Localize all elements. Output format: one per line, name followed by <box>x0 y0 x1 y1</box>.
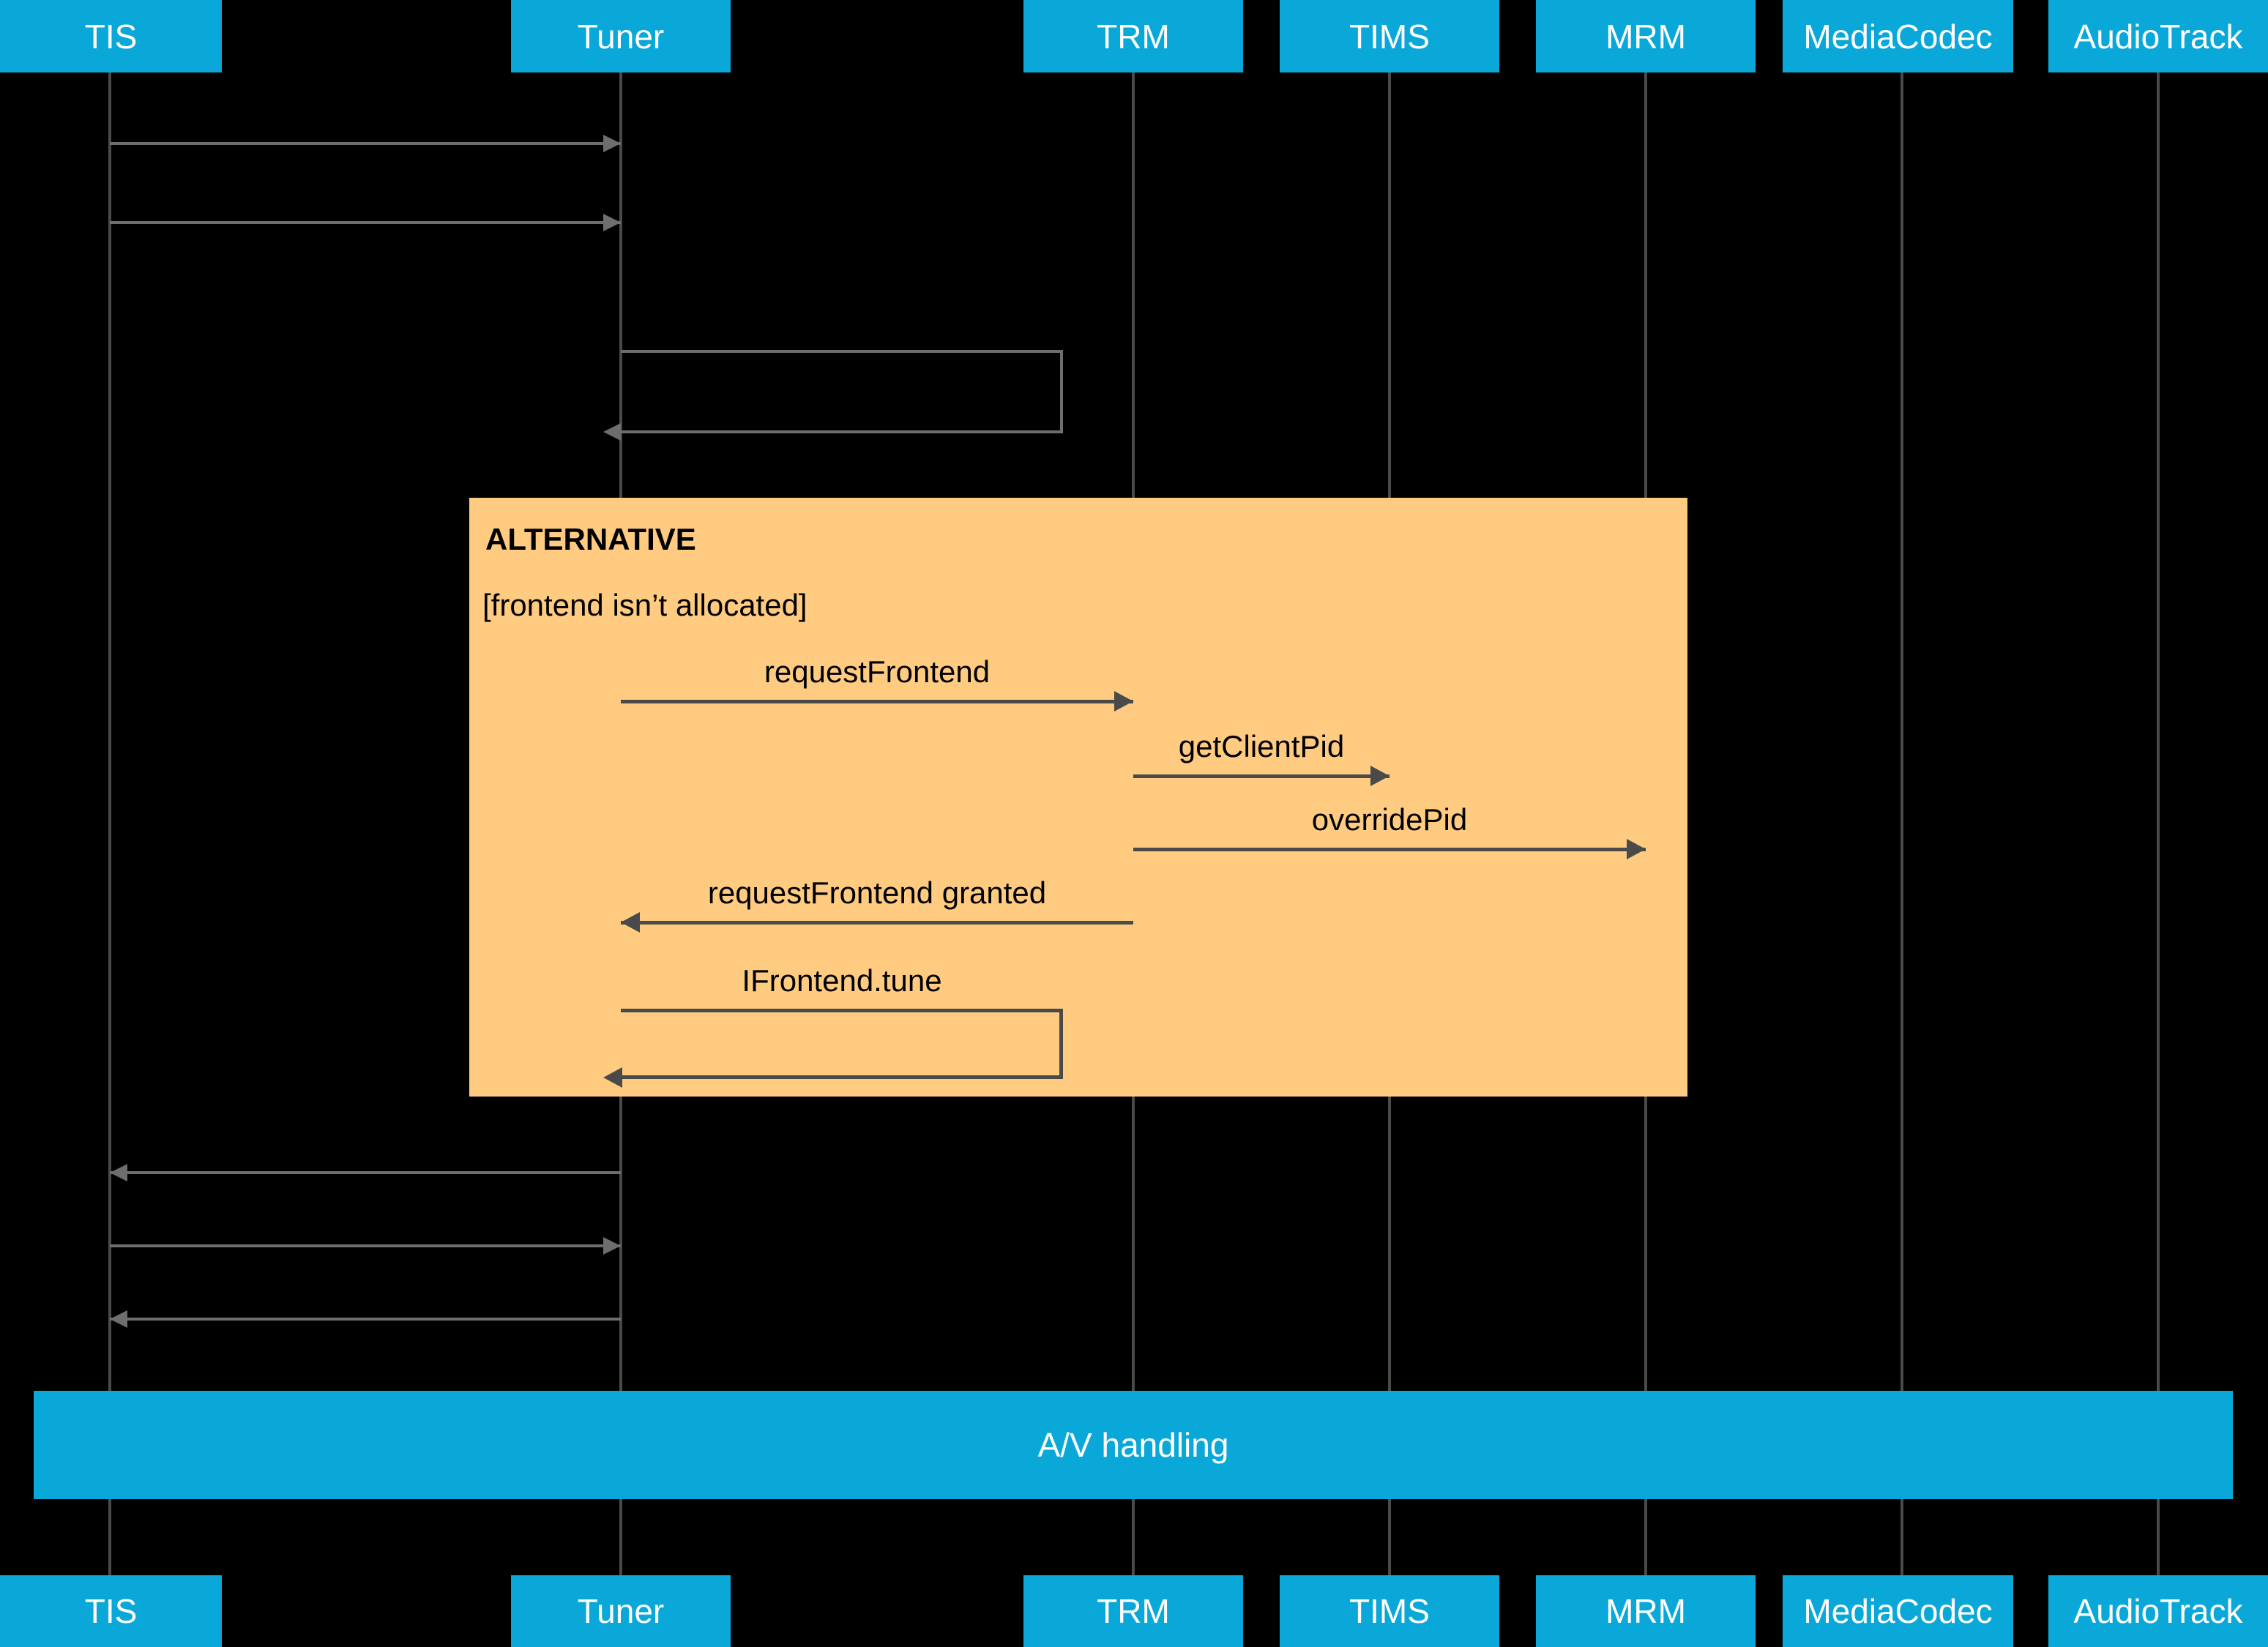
message-line-m9 <box>110 1171 621 1174</box>
actor-header-tuner[interactable]: Tuner <box>511 0 731 72</box>
actor-footer-audiotrack[interactable]: AudioTrack <box>2048 1575 2268 1647</box>
arrowhead-m6 <box>1627 839 1646 859</box>
lifeline-tis <box>108 72 111 1578</box>
summary-bar-av-handling: A/V handling <box>34 1391 2233 1499</box>
actor-footer-mediacodec[interactable]: MediaCodec <box>1783 1575 2013 1647</box>
message-label-m8: IFrontend.tune <box>742 963 942 998</box>
actor-footer-mrm[interactable]: MRM <box>1536 1575 1756 1647</box>
arrowhead-m2 <box>603 214 621 231</box>
actor-footer-tuner[interactable]: Tuner <box>511 1575 731 1647</box>
arrowhead-m3 <box>603 423 621 441</box>
message-label-m7: requestFrontend granted <box>707 875 1047 910</box>
self-message-loop-m8 <box>621 1009 1063 1079</box>
arrowhead-m7 <box>621 912 640 933</box>
fragment-alternative <box>469 498 1687 1097</box>
self-message-loop-m3 <box>621 350 1063 433</box>
message-line-m5 <box>1133 774 1389 778</box>
message-label-m5: getClientPid <box>1178 729 1345 763</box>
actor-header-mrm[interactable]: MRM <box>1536 0 1756 72</box>
message-line-m4 <box>621 700 1133 703</box>
message-line-m1 <box>110 142 621 145</box>
lifeline-mediacodec <box>1900 72 1903 1578</box>
arrowhead-m1 <box>603 135 621 152</box>
actor-header-audiotrack[interactable]: AudioTrack <box>2048 0 2268 72</box>
actor-header-tims[interactable]: TIMS <box>1280 0 1499 72</box>
message-line-m6 <box>1133 848 1646 851</box>
fragment-kind-label: ALTERNATIVE <box>485 522 696 556</box>
arrowhead-m8 <box>603 1067 622 1088</box>
arrowhead-m11 <box>110 1310 127 1328</box>
message-line-m2 <box>110 221 621 224</box>
actor-header-mediacodec[interactable]: MediaCodec <box>1783 0 2013 72</box>
actor-footer-tis[interactable]: TIS <box>0 1575 222 1647</box>
fragment-guard-label: [frontend isn’t allocated] <box>482 588 807 622</box>
arrowhead-m10 <box>603 1237 621 1255</box>
message-line-m7 <box>621 921 1133 925</box>
lifeline-audiotrack <box>2157 72 2160 1578</box>
actor-header-trm[interactable]: TRM <box>1023 0 1243 72</box>
actor-header-tis[interactable]: TIS <box>0 0 222 72</box>
actor-footer-tims[interactable]: TIMS <box>1280 1575 1499 1647</box>
arrowhead-m9 <box>110 1164 127 1181</box>
message-label-m4: requestFrontend <box>764 654 991 689</box>
message-label-m6: overridePid <box>1311 802 1468 837</box>
arrowhead-m5 <box>1370 766 1389 786</box>
message-line-m11 <box>110 1318 621 1321</box>
message-line-m10 <box>110 1244 621 1247</box>
actor-footer-trm[interactable]: TRM <box>1023 1575 1243 1647</box>
arrowhead-m4 <box>1114 691 1133 712</box>
